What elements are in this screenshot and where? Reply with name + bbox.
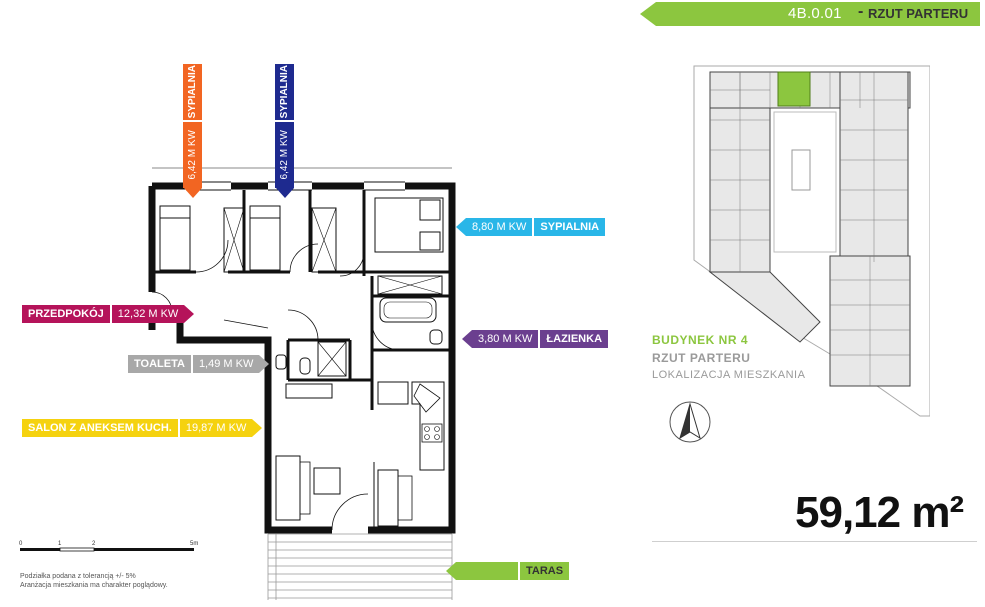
building-key-plan [693,65,930,417]
terrace-name: TARAS [520,562,570,580]
kitchen-counter [377,381,409,405]
label-pointer-icon [184,305,195,323]
label-terrace: TARAS [446,562,570,580]
scale-tick-0: 0 [19,541,23,547]
bedroom-1-area: 6,42 M KW [187,130,198,180]
toilet [429,329,443,345]
building-title: BUDYNEK NR 4 [652,333,749,347]
floor-plan [20,167,456,600]
wardrobe [317,341,347,377]
label-pointer-icon [252,419,263,437]
living-area: 19,87 M KW [179,419,253,437]
bed [159,205,191,271]
label-toilet: TOALETA 1,49 M KW [128,355,270,373]
living-name: SALON Z ANEKSEM KUCH. [22,419,178,437]
label-bedroom-3: 8,80 M KW SYPIALNIA [456,218,606,236]
toilet-name: TOALETA [128,355,191,373]
bedroom-3-area: 8,80 M KW [466,218,533,236]
toilet-area: 1,49 M KW [192,355,260,373]
wardrobe [223,207,245,273]
toilet [299,357,311,375]
window [186,181,405,191]
scale-note-arrangement: Aranżacja mieszkania ma charakter pogląd… [20,582,168,589]
hall-area: 12,32 M KW [111,305,185,323]
label-bedroom-2: SYPIALNIA 6,42 M KW [275,64,294,198]
label-living: SALON Z ANEKSEM KUCH. 19,87 M KW [22,419,263,437]
terrace [267,533,453,600]
bed [249,205,281,271]
bathroom-area: 3,80 M KW [472,330,539,348]
bedroom-2-name: SYPIALNIA [279,65,290,119]
bedroom-2-area: 6,42 M KW [279,130,290,180]
wardrobe [311,207,337,273]
highlighted-apartment [777,71,811,107]
bathtub [379,297,437,323]
label-pointer-icon [446,562,456,580]
building-location: LOKALIZACJA MIESZKANIA [652,369,806,381]
scale-notes: Podziałka podana z tolerancją +/- 5% Ara… [20,572,168,590]
label-pointer-icon [259,355,270,373]
interior-wall [152,190,452,410]
dining-table [377,469,399,527]
sink [275,354,287,370]
label-pointer-icon [275,188,294,198]
scale-tick-1: 1 [58,541,62,547]
label-hall: PRZEDPOKÓJ 12,32 M KW [22,305,195,323]
bathroom-name: ŁAZIENKA [540,330,609,348]
floor-label: RZUT PARTERU [868,6,969,21]
label-pointer-icon [462,330,472,348]
sofa [275,455,301,521]
bedroom-3-name: SYPIALNIA [534,218,606,236]
building-subtitle: RZUT PARTERU [652,351,751,365]
bedroom-1-name: SYPIALNIA [187,65,198,119]
bed [374,197,444,253]
unit-code: 4B.0.01 [788,5,842,22]
wardrobe [377,275,443,295]
scale-tick-2: 2 [92,541,96,547]
total-area-divider [652,541,977,542]
unit-banner: 4B.0.01 - RZUT PARTERU [640,2,980,26]
total-area: 59,12 m² [795,488,964,537]
scale-note-tolerance: Podziałka podana z tolerancją +/- 5% [20,573,136,580]
north-arrow-icon [669,401,711,443]
label-bathroom: 3,80 M KW ŁAZIENKA [462,330,609,348]
label-pointer-icon [456,218,466,236]
scale-bar [20,547,194,552]
table [313,467,341,495]
label-pointer-icon [183,188,202,198]
label-bedroom-1: SYPIALNIA 6,42 M KW [183,64,202,198]
hall-name: PRZEDPOKÓJ [22,305,110,323]
door [195,239,229,273]
scale-tick-5m: 5m [190,541,199,547]
unit-separator: - [858,3,864,20]
